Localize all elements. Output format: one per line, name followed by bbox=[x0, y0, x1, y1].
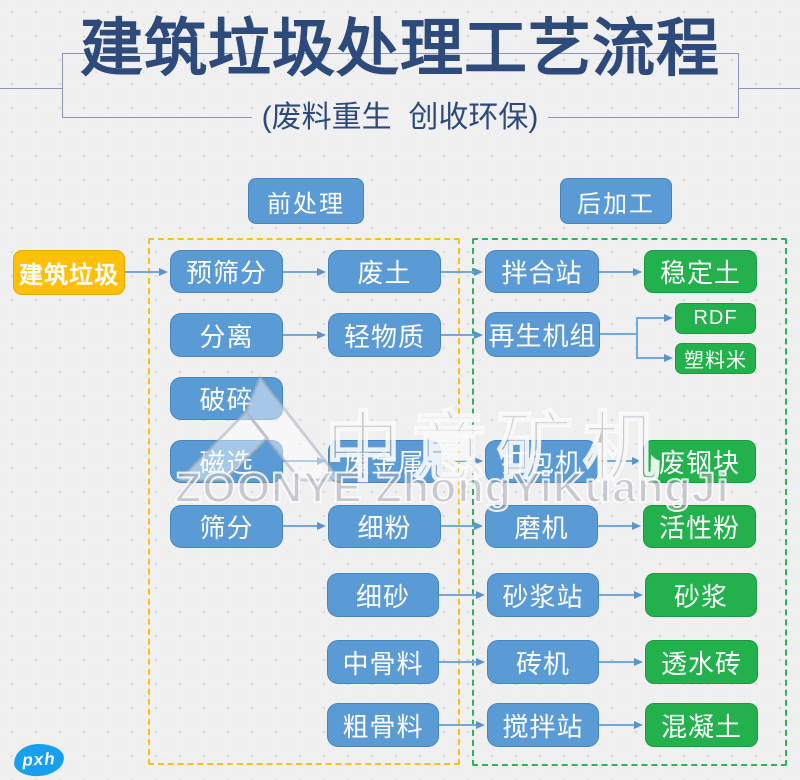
flow-node-shajiang: 砂浆 bbox=[645, 573, 757, 617]
flow-branch-stem bbox=[600, 333, 637, 335]
flow-arrow-banhezhan-to-wendingtu bbox=[599, 268, 642, 276]
flow-arrow-zhuanji-to-toushuizhuan bbox=[599, 658, 643, 666]
subtitle-right-rule bbox=[548, 117, 738, 118]
preprocess-group-frame bbox=[148, 238, 460, 765]
flow-node-feijinshu: 废金属 bbox=[328, 440, 441, 483]
subtitle-left-rule bbox=[62, 117, 252, 118]
flow-arrow-xifen-to-moji bbox=[441, 522, 483, 530]
flow-node-hunningtu: 混凝土 bbox=[645, 703, 758, 747]
flow-arrow-qingwuzhi-to-zaishengjizu bbox=[441, 331, 483, 339]
flow-node-banhezhan: 拌合站 bbox=[485, 250, 599, 293]
flow-node-suliaomi: 塑料米 bbox=[675, 343, 756, 374]
flow-node-rdf: RDF bbox=[675, 303, 756, 334]
flow-node-yushaifen: 预筛分 bbox=[170, 250, 283, 293]
pxh-badge: pxh bbox=[13, 742, 65, 778]
flow-arrow-feitu-to-banhezhan bbox=[441, 268, 483, 276]
flow-branch-vertical bbox=[636, 317, 638, 359]
flow-node-jianzhulaji: 建筑垃圾 bbox=[13, 250, 125, 295]
flow-node-cixuan: 磁选 bbox=[170, 440, 283, 483]
flow-node-moji: 磨机 bbox=[485, 505, 598, 548]
flow-arrow-jianzhulaji-to-yushaifen bbox=[125, 268, 168, 276]
flow-node-jiaobanzhan: 搅拌站 bbox=[487, 703, 599, 747]
flow-node-posui: 破碎 bbox=[170, 377, 283, 420]
section-header-preprocess: 前处理 bbox=[248, 178, 364, 224]
title-frame bbox=[62, 53, 739, 118]
flow-node-wendingtu: 稳定土 bbox=[644, 250, 757, 293]
section-header-postprocess: 后加工 bbox=[560, 178, 672, 224]
flow-node-huoxingfen: 活性粉 bbox=[643, 505, 756, 548]
flow-arrow-branch-to-rdf bbox=[637, 314, 673, 322]
flow-node-dabaoji: 打包机 bbox=[485, 440, 598, 483]
flow-arrow-shajiangzhan-to-shajiang bbox=[599, 591, 643, 599]
flow-node-feigangkuai: 废钢块 bbox=[643, 440, 756, 483]
flow-arrow-feijinshu-to-dabaoji bbox=[441, 457, 483, 465]
flow-arrow-branch-to-suliaomi bbox=[637, 354, 673, 362]
flow-node-cuguliao: 粗骨料 bbox=[327, 703, 439, 747]
postprocess-group-frame bbox=[472, 238, 787, 766]
flow-arrow-xisha-to-shajiangzhan bbox=[439, 591, 485, 599]
flow-node-feitu: 废土 bbox=[328, 250, 441, 293]
flow-node-fenli: 分离 bbox=[170, 313, 283, 357]
flow-node-zhuanji: 砖机 bbox=[487, 640, 599, 684]
pxh-badge-label: pxh bbox=[21, 749, 57, 770]
flow-arrow-cixuan-to-feijinshu bbox=[283, 457, 326, 465]
flow-node-qingwuzhi: 轻物质 bbox=[328, 313, 441, 357]
flow-arrow-shaifen-to-xifen bbox=[283, 522, 326, 530]
flow-node-xisha: 细砂 bbox=[327, 573, 439, 617]
flow-arrow-jiaobanzhan-to-hunningtu bbox=[599, 721, 643, 729]
flow-arrow-yushaifen-to-feitu bbox=[283, 268, 326, 276]
flow-node-shajiangzhan: 砂浆站 bbox=[487, 573, 599, 617]
flow-node-zhongguliao: 中骨料 bbox=[327, 640, 439, 684]
flow-arrow-moji-to-huoxingfen bbox=[598, 522, 641, 530]
flow-arrow-dabaoji-to-feigangkuai bbox=[598, 457, 641, 465]
page-subtitle: (废料重生 创收环保) bbox=[0, 100, 800, 136]
header-left-rule bbox=[0, 88, 62, 89]
flow-node-shaifen: 筛分 bbox=[170, 505, 283, 548]
flow-arrow-zhongguliao-to-zhuanji bbox=[439, 658, 485, 666]
page-title: 建筑垃圾处理工艺流程 bbox=[80, 14, 720, 84]
flow-node-xifen: 细粉 bbox=[328, 505, 441, 548]
flow-node-toushuizhuan: 透水砖 bbox=[645, 640, 758, 684]
flow-arrow-cuguliao-to-jiaobanzhan bbox=[439, 721, 485, 729]
flow-node-zaishengjizu: 再生机组 bbox=[485, 312, 600, 357]
header-right-rule bbox=[738, 88, 800, 89]
flow-arrow-fenli-to-qingwuzhi bbox=[283, 331, 326, 339]
